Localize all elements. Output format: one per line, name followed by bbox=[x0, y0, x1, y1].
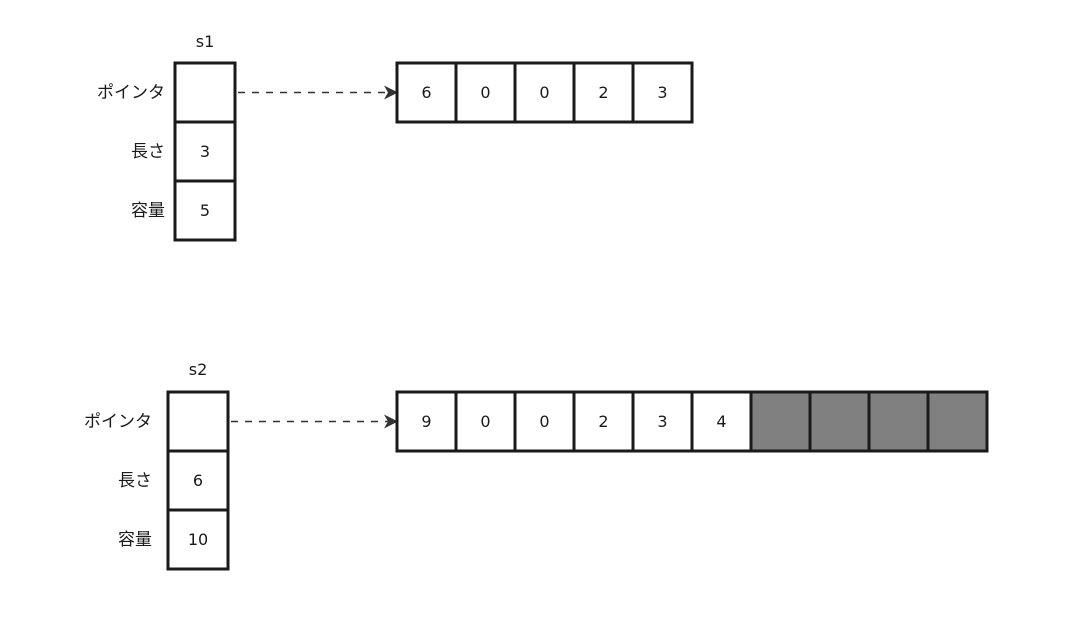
field-label-s2-0: ポインタ bbox=[84, 411, 152, 432]
header-cell-s1-2 bbox=[173, 179, 237, 242]
array-cell-s1-3 bbox=[572, 61, 635, 124]
array-value-s1-4: 3 bbox=[657, 82, 668, 102]
array-cell-s1-0 bbox=[395, 61, 458, 124]
field-label-s1-0: ポインタ bbox=[97, 82, 165, 103]
array-value-s1-2: 0 bbox=[539, 82, 550, 102]
slice-name-s1: s1 bbox=[195, 32, 215, 51]
array-cell-s2-0 bbox=[395, 390, 458, 453]
slice-s1 bbox=[173, 61, 694, 242]
unused-array-cell-s2-6 bbox=[749, 390, 812, 453]
array-cell-s1-4 bbox=[631, 61, 694, 124]
array-value-s2-2: 0 bbox=[539, 411, 550, 431]
array-cell-s2-3 bbox=[572, 390, 635, 453]
array-value-s2-4: 3 bbox=[657, 411, 668, 431]
array-value-s2-3: 2 bbox=[598, 411, 609, 431]
unused-array-cell-s2-9 bbox=[926, 390, 989, 453]
array-value-s1-3: 2 bbox=[598, 82, 609, 102]
slice-s2 bbox=[166, 390, 989, 571]
field-label-s2-1: 長さ bbox=[118, 470, 152, 491]
unused-array-cell-s2-8 bbox=[867, 390, 930, 453]
array-cell-s1-2 bbox=[513, 61, 576, 124]
array-value-s2-0: 9 bbox=[421, 411, 432, 431]
slice-name-s2: s2 bbox=[188, 360, 208, 379]
array-cell-s2-1 bbox=[454, 390, 517, 453]
header-cell-s2-0 bbox=[166, 390, 230, 453]
header-cell-s1-0 bbox=[173, 61, 237, 124]
array-value-s1-0: 6 bbox=[421, 82, 432, 102]
header-value-s1-1: 3 bbox=[199, 141, 211, 161]
header-value-s1-2: 5 bbox=[199, 200, 211, 220]
field-label-s1-1: 長さ bbox=[131, 141, 165, 162]
header-cell-s2-2 bbox=[166, 508, 230, 571]
array-cell-s1-1 bbox=[454, 61, 517, 124]
header-value-s2-1: 6 bbox=[192, 470, 204, 490]
field-label-s2-2: 容量 bbox=[118, 529, 152, 550]
header-cell-s2-1 bbox=[166, 449, 230, 512]
array-value-s2-5: 4 bbox=[716, 411, 727, 431]
array-value-s1-1: 0 bbox=[480, 82, 491, 102]
array-value-s2-1: 0 bbox=[480, 411, 491, 431]
unused-array-cell-s2-7 bbox=[808, 390, 871, 453]
header-value-s2-2: 10 bbox=[187, 529, 209, 549]
field-label-s1-2: 容量 bbox=[131, 200, 165, 221]
